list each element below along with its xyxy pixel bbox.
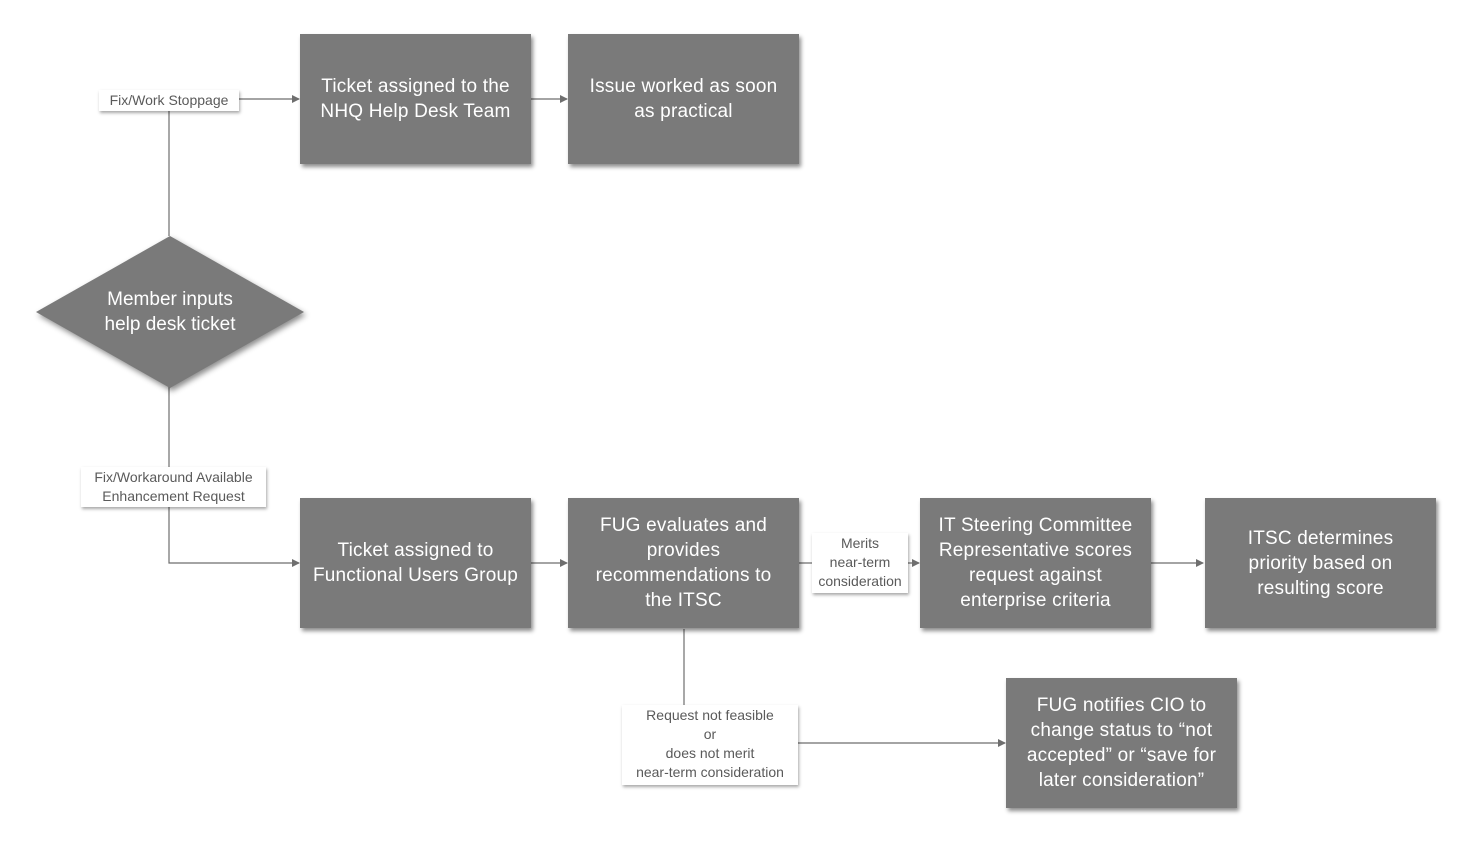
node-itsc-priority: ITSC determines priority based on result… bbox=[1205, 498, 1436, 628]
decision-text: Member inputs help desk ticket bbox=[104, 289, 236, 335]
node-fug-assigned: Ticket assigned to Functional Users Grou… bbox=[300, 498, 531, 628]
edge-label-not-feasible: Request not feasible or does not merit n… bbox=[622, 705, 798, 785]
connector-to-fug-assigned bbox=[168, 387, 300, 567]
edge-label-workaround: Fix/Workaround Available Enhancement Req… bbox=[81, 467, 266, 507]
edge-label-fix-stoppage: Fix/Work Stoppage bbox=[99, 90, 239, 111]
connector-to-help-desk bbox=[168, 95, 300, 236]
node-help-desk: Ticket assigned to the NHQ Help Desk Tea… bbox=[300, 34, 531, 164]
decision-member-inputs: Member inputs help desk ticket bbox=[34, 234, 306, 390]
diamond-shape bbox=[36, 236, 304, 388]
node-issue-worked: Issue worked as soon as practical bbox=[568, 34, 799, 164]
edge-label-merits: Merits near-term consideration bbox=[812, 533, 908, 593]
node-fug-evaluates: FUG evaluates and provides recommendatio… bbox=[568, 498, 799, 628]
node-itsc-representative: IT Steering Committee Representative sco… bbox=[920, 498, 1151, 628]
node-fug-notifies: FUG notifies CIO to change status to “no… bbox=[1006, 678, 1237, 808]
